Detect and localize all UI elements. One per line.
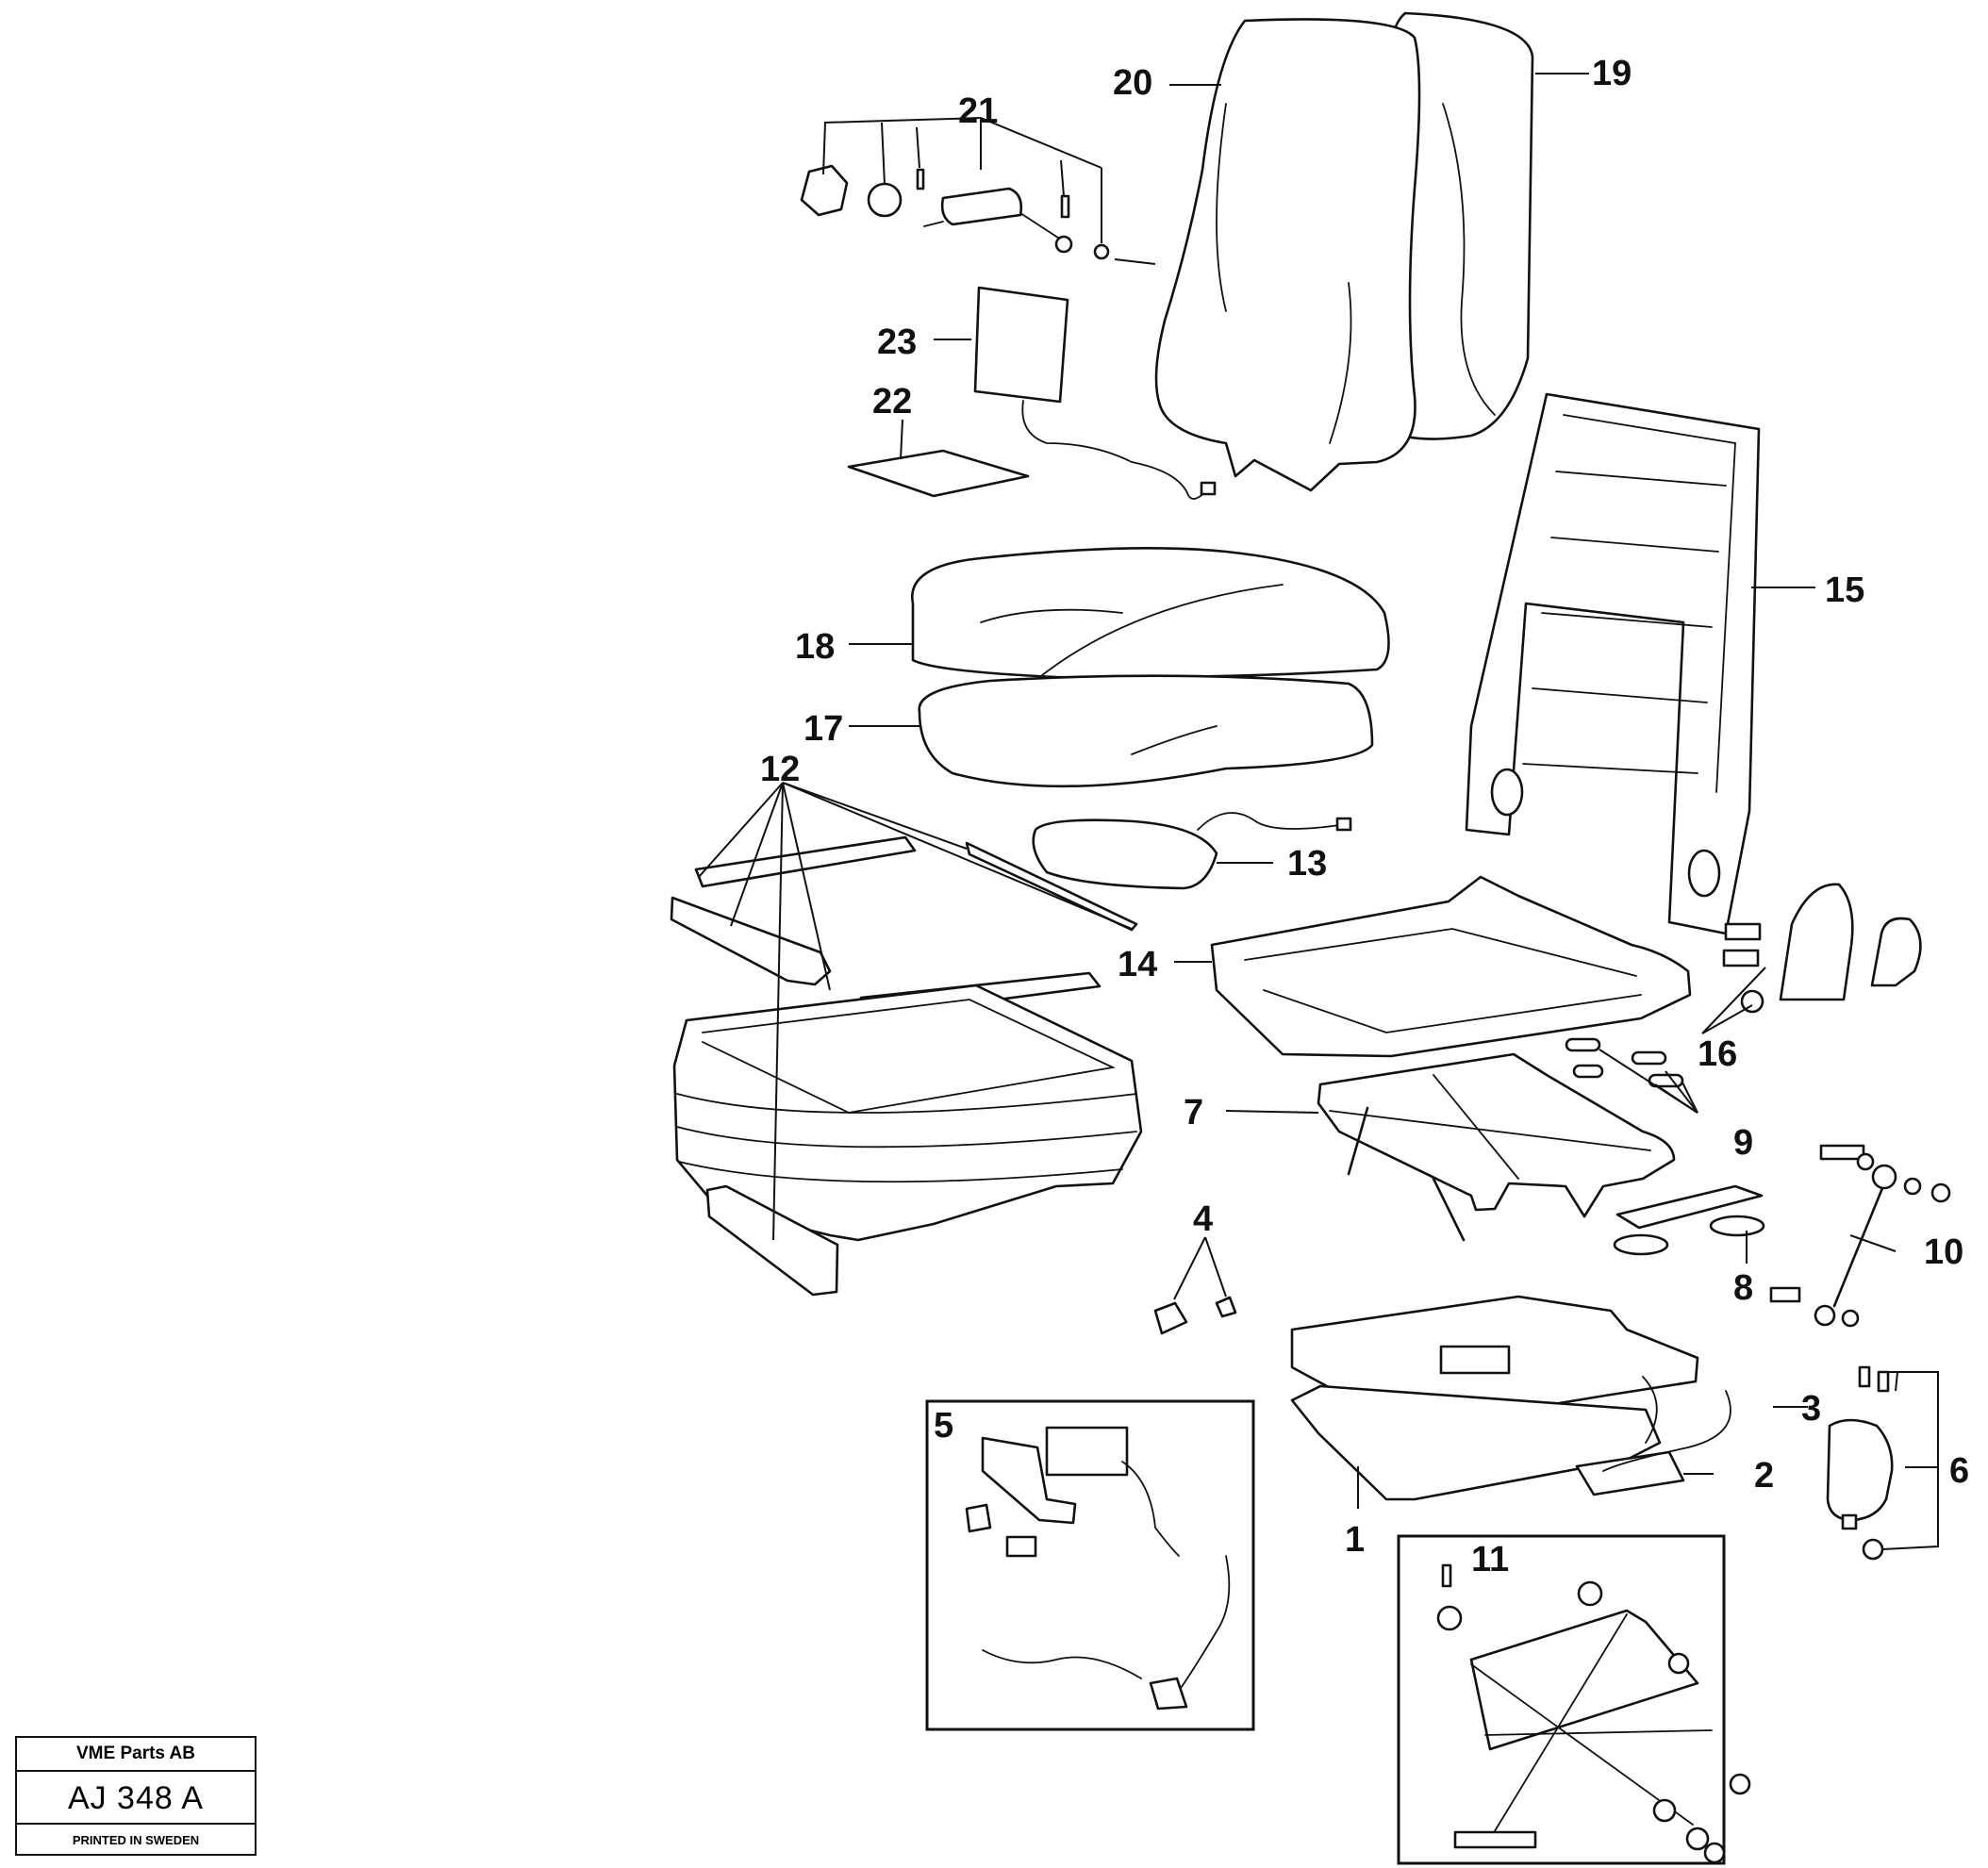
scissor-mechanism <box>1317 1052 1676 1242</box>
clips <box>1153 1296 1237 1335</box>
callout-14: 14 <box>1118 945 1157 984</box>
callout-1: 1 <box>1345 1520 1365 1560</box>
callout-11: 11 <box>1471 1540 1509 1579</box>
seat-pan-frame <box>1210 875 1692 1058</box>
callout-7: 7 <box>1184 1093 1203 1132</box>
callout-16: 16 <box>1698 1034 1737 1074</box>
callout-6: 6 <box>1949 1451 1969 1491</box>
callout-18: 18 <box>795 627 835 667</box>
air-spring <box>1826 1365 1894 1561</box>
callout-22: 22 <box>872 382 912 422</box>
seat-cushion-cover <box>910 547 1390 680</box>
backrest-cushion <box>1154 18 1421 492</box>
drawing-title-block: VME Parts AB AJ 348 A PRINTED IN SWEDEN <box>15 1736 257 1856</box>
backrest-frame <box>1465 392 1761 935</box>
callout-19: 19 <box>1592 54 1632 93</box>
callout-labels: 20 19 21 23 22 18 17 15 12 13 14 16 7 9 … <box>760 54 1969 1579</box>
callout-9: 9 <box>1733 1123 1753 1163</box>
callout-8: 8 <box>1733 1268 1753 1308</box>
callout-3: 3 <box>1801 1389 1821 1429</box>
callout-23: 23 <box>877 322 917 362</box>
tension-springs <box>1565 1037 1684 1088</box>
drawing-code: AJ 348 A <box>17 1772 255 1825</box>
callout-5: 5 <box>934 1406 953 1446</box>
callout-10: 10 <box>1924 1232 1963 1272</box>
printed-in-note: PRINTED IN SWEDEN <box>72 1833 200 1847</box>
side-covers <box>1722 883 1922 1014</box>
leader-lines <box>698 73 1939 1550</box>
base-slide-assembly <box>1290 1295 1731 1501</box>
callout-17: 17 <box>803 709 843 749</box>
callout-12: 12 <box>760 750 800 789</box>
callout-20: 20 <box>1113 63 1152 103</box>
suspension-bellows <box>672 984 1143 1297</box>
callout-2: 2 <box>1754 1456 1774 1496</box>
scissor-kit-inset <box>1397 1534 1751 1865</box>
control-module-inset <box>925 1399 1255 1731</box>
seat-cushion-foam <box>918 674 1374 788</box>
callout-13: 13 <box>1287 844 1327 884</box>
release-handle <box>1613 1184 1765 1256</box>
callout-15: 15 <box>1825 570 1864 610</box>
callout-21: 21 <box>958 91 998 131</box>
seat-heater-pad <box>973 286 1208 500</box>
shock-absorber <box>1769 1144 1951 1328</box>
lumbar-support-pad <box>1032 812 1352 890</box>
lumbar-adjuster-assembly <box>800 164 1110 260</box>
callout-4: 4 <box>1193 1199 1213 1239</box>
heater-switch-plate <box>847 449 1217 498</box>
company-name: VME Parts AB <box>17 1738 255 1772</box>
